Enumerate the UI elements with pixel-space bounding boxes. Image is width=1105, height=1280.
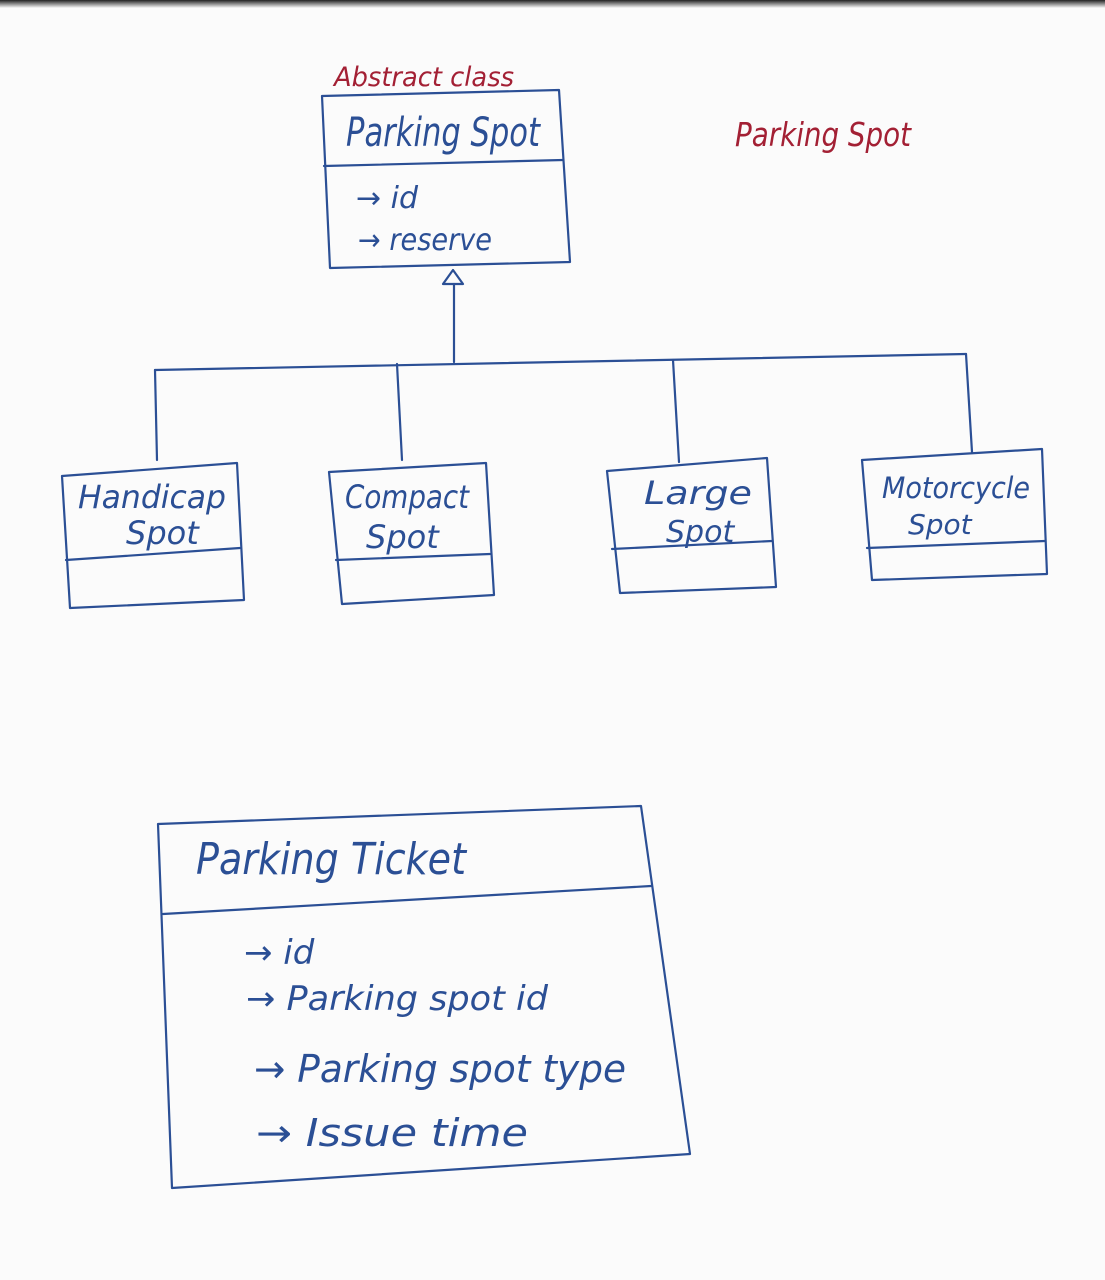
large-spot-divider xyxy=(610,539,774,551)
compact-spot-name-line2: Spot xyxy=(366,518,440,556)
connector-handicap xyxy=(153,368,159,462)
motorcycle-spot-divider xyxy=(865,539,1047,550)
large-spot-name-line2: Spot xyxy=(666,515,735,550)
abstract-class-attribute: → reserve xyxy=(358,223,492,258)
motorcycle-spot-box xyxy=(860,447,1049,582)
large-spot-box xyxy=(605,456,778,595)
parking-ticket-attribute: → Issue time xyxy=(256,1111,528,1155)
abstract-class-divider xyxy=(322,158,565,168)
connector-compact xyxy=(395,362,404,462)
parking-ticket-divider xyxy=(161,884,653,916)
handicap-spot-name-line2: Spot xyxy=(126,514,200,552)
large-spot-name-line1: Large xyxy=(644,474,752,512)
abstract-class-name: Parking Spot xyxy=(346,110,541,156)
abstract-class-box xyxy=(320,88,572,270)
parking-ticket-attribute: → id xyxy=(244,933,315,973)
abstract-class-attribute: → id xyxy=(356,181,419,216)
motorcycle-spot-name-line1: Motorcycle xyxy=(882,471,1030,505)
parking-ticket-attribute: → Parking spot type xyxy=(254,1047,626,1091)
handicap-spot-name-line1: Handicap xyxy=(78,478,226,516)
photo-top-edge xyxy=(0,0,1105,8)
hierarchy-bus-line xyxy=(153,352,968,372)
parking-ticket-attribute: → Parking spot id xyxy=(246,979,548,1019)
page-note-title: Parking Spot xyxy=(735,115,912,154)
compact-spot-divider xyxy=(334,552,492,562)
connector-motorcycle xyxy=(964,352,974,454)
connector-large xyxy=(671,358,681,464)
handicap-spot-box xyxy=(60,461,246,610)
inheritance-arrow-head xyxy=(441,268,465,286)
compact-spot-name-line1: Compact xyxy=(345,478,470,516)
handicap-spot-divider xyxy=(64,546,242,562)
abstract-class-stereotype: Abstract class xyxy=(332,62,514,93)
parking-ticket-name: Parking Ticket xyxy=(196,834,467,885)
motorcycle-spot-name-line2: Spot xyxy=(908,508,973,541)
parking-ticket-box xyxy=(156,804,692,1190)
